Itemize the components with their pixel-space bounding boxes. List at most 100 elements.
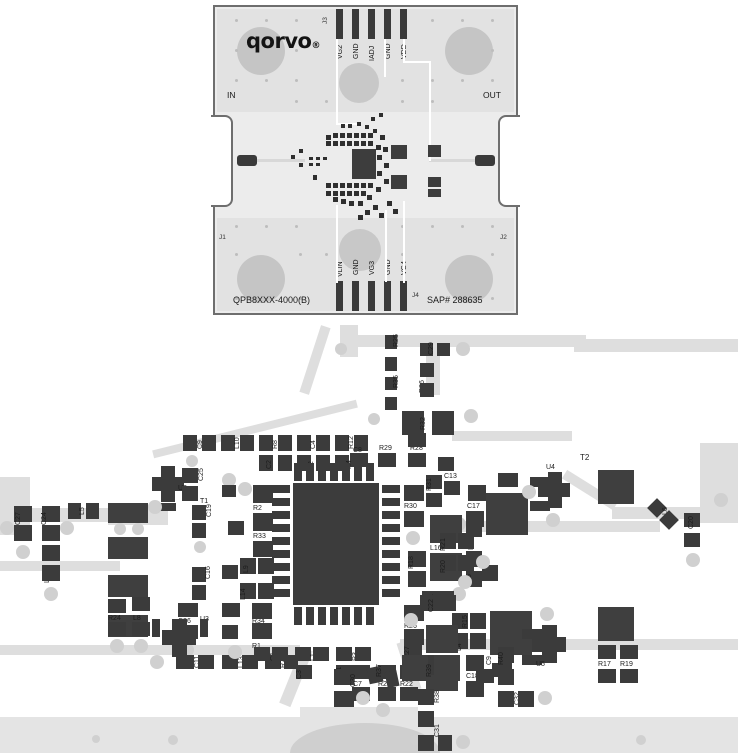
component-pad (498, 691, 514, 707)
component-pad (476, 669, 494, 683)
center-mounting-hole (339, 229, 381, 271)
trace (403, 39, 405, 61)
component-pad (14, 506, 32, 522)
component-pad (200, 619, 208, 637)
ic-pin-pad (354, 607, 362, 625)
ic-pin-pad (272, 563, 290, 571)
component-pad (420, 595, 438, 611)
via (132, 523, 144, 535)
component-pad (334, 691, 354, 707)
ic-pin-pad (330, 607, 338, 625)
component-pad (468, 485, 486, 501)
component-pad (458, 555, 474, 571)
mounting-hole (445, 255, 493, 303)
trace (336, 205, 338, 283)
via (686, 553, 700, 567)
ref-r25: R25 (393, 334, 400, 347)
via (464, 409, 478, 423)
component-pad (152, 619, 160, 637)
component-pad (466, 681, 484, 697)
ref-r24: R24 (108, 615, 121, 622)
component-pad (522, 629, 542, 639)
component-pad (384, 669, 400, 689)
component-pad (278, 455, 292, 471)
component-pad (272, 647, 288, 661)
component-pad (470, 613, 486, 629)
microstrip-out (429, 159, 475, 162)
ref-r20: R20 (440, 560, 447, 573)
via (186, 455, 198, 467)
ref-c25: C25 (198, 468, 205, 481)
component-pad (402, 655, 428, 681)
ref-l5: L5 (79, 507, 86, 515)
ref-c18: C18 (466, 673, 479, 680)
trace (429, 61, 431, 161)
via (92, 735, 100, 743)
component-pad (437, 343, 450, 356)
component-pad (313, 647, 329, 661)
component-pad (620, 645, 638, 659)
ref-r39: R39 (426, 664, 433, 677)
component-pad (253, 513, 273, 531)
component-pad (278, 435, 292, 451)
ref-r15: R15 (462, 615, 469, 628)
copper-trace (400, 639, 738, 650)
component-pad (400, 687, 418, 701)
header-pin (336, 281, 343, 311)
copper-trace (0, 561, 120, 571)
via (538, 691, 552, 705)
component-pad (222, 625, 238, 639)
ic-pin-pad (294, 607, 302, 625)
component-pad (498, 647, 514, 663)
component-pad (438, 457, 454, 471)
component-pad (334, 669, 354, 685)
header-pin (384, 281, 391, 311)
via (150, 655, 164, 669)
via (114, 523, 126, 535)
ic-pin-pad (272, 524, 290, 532)
ref-r34: R34 (252, 618, 265, 625)
ref-r29: R29 (379, 445, 392, 452)
component-cluster-photo (213, 5, 518, 315)
ref-c24: C24 (41, 512, 48, 525)
ref-c13: C13 (444, 473, 457, 480)
component-pad (402, 411, 424, 435)
ic-pin-pad (318, 607, 326, 625)
via (404, 613, 418, 627)
component-pad (444, 481, 460, 495)
silk-label-in: IN (227, 90, 236, 100)
component-pad (530, 501, 550, 511)
component-pad (198, 655, 214, 669)
component-pad (408, 453, 426, 467)
component-pad-u3 (172, 619, 187, 657)
component-pad (176, 655, 194, 669)
component-pad (378, 453, 396, 467)
ref-c22: C22 (428, 599, 435, 612)
component-pad (620, 669, 638, 683)
via (456, 342, 470, 356)
component-pad (68, 503, 81, 519)
component-pad (434, 655, 460, 681)
component-pad (498, 669, 514, 685)
component-pad (222, 603, 240, 617)
silk-part-number: QPB8XXX-4000(B) (233, 295, 311, 305)
ic-pin-pad (272, 485, 290, 493)
ic-pin-pad (382, 563, 400, 571)
ref-u5: U5 (536, 661, 545, 668)
ref-t2: T2 (580, 453, 590, 462)
via (16, 545, 30, 559)
ic-u1-body (293, 483, 379, 605)
via (0, 521, 14, 535)
silk-label-out: OUT (483, 90, 501, 100)
component-pad (253, 541, 273, 557)
component-pad (466, 655, 484, 671)
component-pad (385, 335, 397, 349)
component-pad (297, 435, 311, 451)
component-pad (420, 343, 433, 356)
ic-pin-pad (330, 463, 338, 481)
ic-pin-pad (382, 537, 400, 545)
component-pad (108, 537, 148, 559)
ref-r31: R31 (426, 478, 433, 491)
ref-r28: R28 (410, 445, 423, 452)
ref-r32: R32 (420, 417, 427, 430)
